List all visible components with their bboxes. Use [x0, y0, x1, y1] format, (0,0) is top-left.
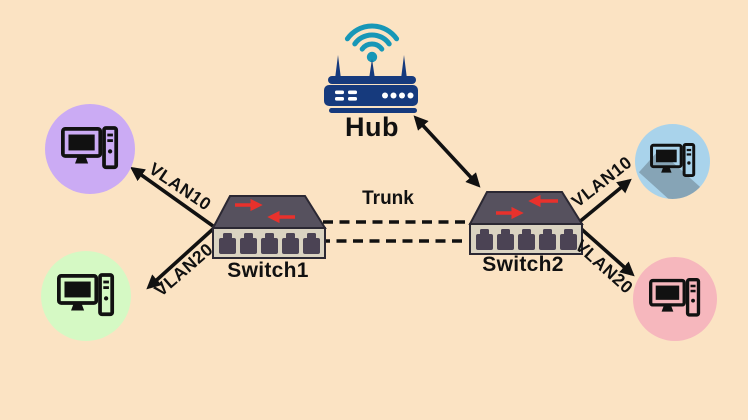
- hub-label: Hub: [345, 112, 399, 142]
- desktop-pc-icon: [57, 272, 115, 316]
- arrow-switch2-to-vlan10-pc: [576, 178, 632, 225]
- arrow-hub-to-switch2: [413, 115, 481, 188]
- desktop-pc-icon: [649, 278, 701, 317]
- desktop-pc-icon: [61, 125, 119, 169]
- vlan20-left-pc-circle: [41, 251, 131, 341]
- vlan10-left-pc-circle: [45, 104, 135, 194]
- trunk-label: Trunk: [362, 188, 414, 209]
- hub-body: [324, 76, 418, 113]
- switch2-label: Switch2: [482, 253, 564, 276]
- vlan10-right-pc-circle: [635, 124, 710, 199]
- switch2-top-face: [468, 191, 584, 225]
- switch2-traffic-arrows: [496, 194, 558, 220]
- switch2-icon: [468, 191, 584, 255]
- switch1-traffic-arrows: [235, 198, 295, 224]
- switch1-top-face: [211, 195, 327, 229]
- hub-antennas: [335, 55, 407, 79]
- desktop-pc-icon: [649, 143, 695, 178]
- arrow-switch2-to-vlan20-pc: [576, 224, 635, 277]
- switch1-label: Switch1: [227, 259, 309, 282]
- arrow-switch1-to-vlan10-pc: [130, 166, 215, 228]
- arrow-switch1-to-vlan20-pc: [146, 227, 215, 290]
- vlan20-right-pc-circle: [633, 257, 717, 341]
- wifi-icon: [344, 23, 400, 63]
- switch1-icon: [211, 195, 327, 259]
- wireless-hub-icon: [324, 23, 418, 113]
- switch1-ports: [219, 233, 320, 254]
- switch2-ports: [476, 229, 577, 250]
